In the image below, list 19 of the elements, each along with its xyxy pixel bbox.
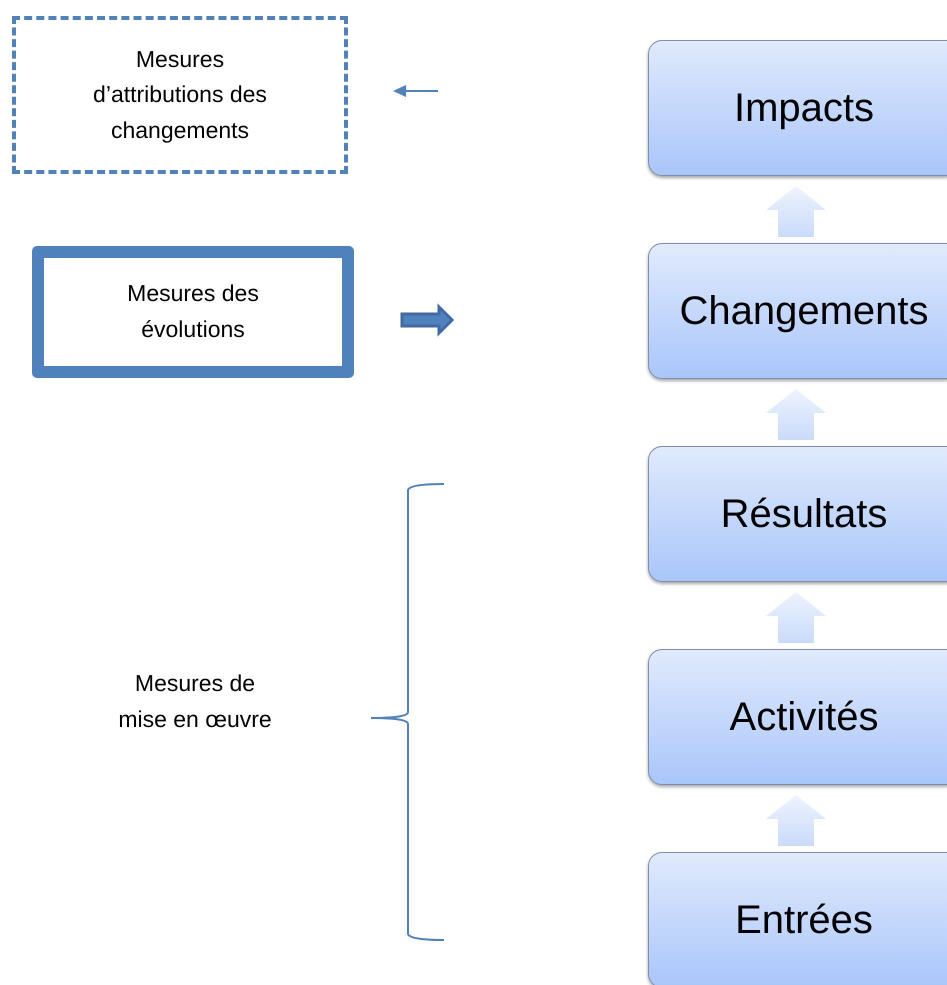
block-arrow <box>766 186 826 237</box>
stage-label: Activités <box>728 694 880 741</box>
stage-label: Résultats <box>720 491 888 538</box>
block-arrow <box>766 795 826 846</box>
thick-bordered-box <box>32 246 354 378</box>
block-arrow <box>766 592 826 643</box>
block-arrow <box>766 389 826 440</box>
measure-label: Mesures de mise en œuvre <box>117 669 273 734</box>
rounded-box <box>648 446 947 582</box>
stage-label: Impacts <box>732 85 876 132</box>
measure-label: Mesures des évolutions <box>126 279 260 344</box>
rounded-box <box>648 852 947 985</box>
rounded-box <box>648 649 947 785</box>
stage-label: Changements <box>678 288 930 335</box>
stage-label: Entrées <box>734 897 874 944</box>
rounded-box <box>648 243 947 379</box>
measure-label: Mesures d’attributions des changements <box>92 44 268 145</box>
rounded-box <box>648 40 947 176</box>
dashed-box <box>12 16 348 174</box>
